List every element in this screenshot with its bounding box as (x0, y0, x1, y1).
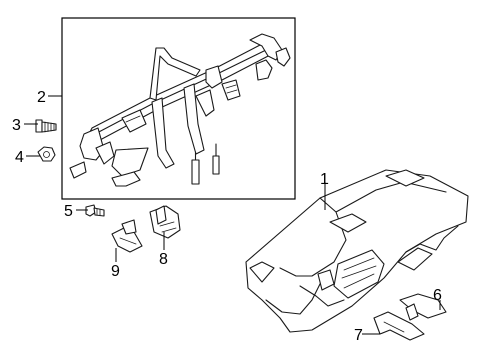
bracket-part-7 (373, 311, 425, 341)
leader-lines (24, 95, 441, 335)
callout-3: 3 (12, 117, 21, 134)
callout-9: 9 (111, 263, 120, 280)
callout-6: 6 (433, 287, 442, 304)
callout-7: 7 (354, 327, 363, 344)
nut-part-4 (37, 146, 56, 162)
bolt-part-3 (35, 119, 57, 133)
callout-5: 5 (64, 203, 73, 220)
callout-2: 2 (37, 89, 46, 106)
bracket-part-9 (111, 219, 143, 253)
bracket-part-8 (149, 205, 181, 239)
callout-4: 4 (15, 149, 24, 166)
bracket-part-6 (399, 293, 447, 321)
callout-1: 1 (320, 171, 329, 188)
instrument-panel (245, 169, 469, 333)
screw-part-5 (85, 204, 105, 217)
callout-8: 8 (159, 251, 168, 268)
subassembly-frame (61, 17, 296, 200)
cross-car-beam (69, 33, 291, 187)
